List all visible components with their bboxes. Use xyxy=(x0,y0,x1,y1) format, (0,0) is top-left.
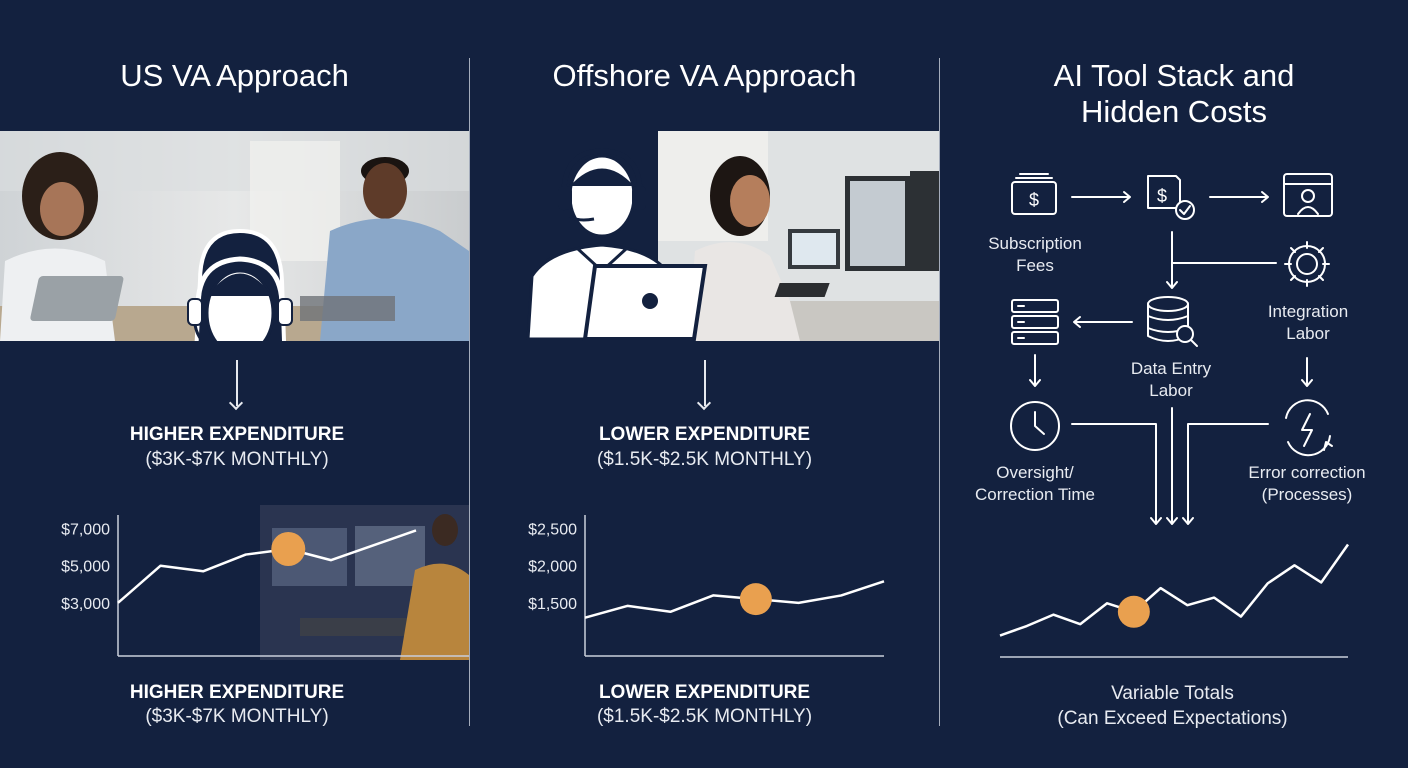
us-bottom-title: HIGHER EXPENDITURE xyxy=(129,682,345,703)
database-search-icon xyxy=(1147,296,1198,347)
column-divider-2 xyxy=(939,58,940,726)
variable-totals-line1: Variable Totals xyxy=(1111,683,1234,704)
ai-title-line2: Hidden Costs xyxy=(1080,94,1268,129)
offshore-office-photo xyxy=(470,131,939,341)
offshore-cost-chart: $2,500 $2,000 $1,500 xyxy=(528,515,885,657)
ai-column-title: AI Tool Stack and Hidden Costs xyxy=(940,58,1408,130)
offshore-bottom-title: LOWER EXPENDITURE xyxy=(598,682,811,703)
integration-label-line2: Labor xyxy=(1286,324,1330,343)
clock-icon xyxy=(1010,401,1060,451)
us-expenditure-range: ($3K-$7K MONTHLY) xyxy=(145,449,329,470)
offshore-expenditure-title: LOWER EXPENDITURE xyxy=(598,424,811,445)
variable-totals-line2: (Can Exceed Expectations) xyxy=(1057,708,1288,729)
offshore-highlight-dot xyxy=(739,583,772,616)
ai-title-line1: AI Tool Stack and xyxy=(1053,58,1295,93)
offshore-y-tick-label: $1,500 xyxy=(528,596,577,613)
oversight-label-line2: Correction Time xyxy=(975,485,1095,504)
browser-user-icon xyxy=(1283,173,1333,217)
offshore-bottom-range: ($1.5K-$2.5K MONTHLY) xyxy=(596,706,813,727)
ai-series-line xyxy=(999,543,1350,637)
headset-agent-icon xyxy=(187,228,293,341)
flow-arrows xyxy=(1029,191,1313,525)
offshore-y-tick-label: $2,500 xyxy=(528,522,577,539)
offshore-column-title: Offshore VA Approach xyxy=(552,58,857,93)
error-correction-label: Error correction (Processes) xyxy=(1222,462,1392,506)
svg-text:$: $ xyxy=(1157,186,1167,206)
us-photo-band xyxy=(0,131,469,341)
us-down-arrow xyxy=(236,360,238,406)
column-divider-1 xyxy=(469,58,470,726)
us-chart-photo xyxy=(260,505,469,660)
error-correction-icon xyxy=(1285,399,1333,457)
dollar-bills-icon: $ xyxy=(1011,173,1057,215)
subscription-label-line2: Fees xyxy=(1016,256,1054,275)
server-stack-icon xyxy=(1011,299,1059,345)
us-office-photo xyxy=(0,131,469,341)
ai-highlight-dot xyxy=(1117,595,1150,628)
data-entry-labor-label: Data Entry Labor xyxy=(1091,358,1251,402)
headset-agent-icon-male xyxy=(526,148,708,341)
us-series-line xyxy=(117,529,417,604)
us-y-tick-label: $7,000 xyxy=(61,522,110,539)
error-label-line2: (Processes) xyxy=(1261,485,1353,504)
oversight-label-line1: Oversight/ xyxy=(996,463,1074,482)
us-column-title: US VA Approach xyxy=(120,58,349,93)
offshore-photo-band xyxy=(470,131,939,341)
data-entry-label-line1: Data Entry xyxy=(1130,359,1212,378)
us-bottom-range: ($3K-$7K MONTHLY) xyxy=(145,706,329,727)
us-cost-chart: $7,000 $5,000 $3,000 xyxy=(61,505,469,660)
integration-label-line1: Integration xyxy=(1267,302,1349,321)
oversight-time-label: Oversight/ Correction Time xyxy=(950,462,1120,506)
offshore-series-line xyxy=(584,580,885,619)
offshore-down-arrow xyxy=(704,360,706,406)
us-expenditure-title: HIGHER EXPENDITURE xyxy=(129,424,345,445)
variable-totals-label: Variable Totals (Can Exceed Expectations… xyxy=(1020,681,1325,731)
subscription-fees-label: Subscription Fees xyxy=(955,233,1115,277)
ai-flow-diagram: $ $ xyxy=(1010,173,1333,525)
subscription-label-line1: Subscription xyxy=(988,234,1082,253)
us-highlight-dot xyxy=(271,532,306,566)
svg-text:$: $ xyxy=(1029,190,1039,210)
offshore-expenditure-range: ($1.5K-$2.5K MONTHLY) xyxy=(596,449,813,470)
data-entry-label-line2: Labor xyxy=(1149,381,1193,400)
gear-icon xyxy=(1284,241,1330,287)
invoice-check-icon: $ xyxy=(1147,175,1195,220)
us-y-tick-label: $5,000 xyxy=(61,559,110,576)
offshore-y-tick-label: $2,000 xyxy=(528,559,577,576)
error-label-line1: Error correction xyxy=(1248,463,1366,482)
us-y-tick-label: $3,000 xyxy=(61,596,110,613)
integration-labor-label: Integration Labor xyxy=(1228,301,1388,345)
ai-cost-chart xyxy=(999,543,1350,658)
